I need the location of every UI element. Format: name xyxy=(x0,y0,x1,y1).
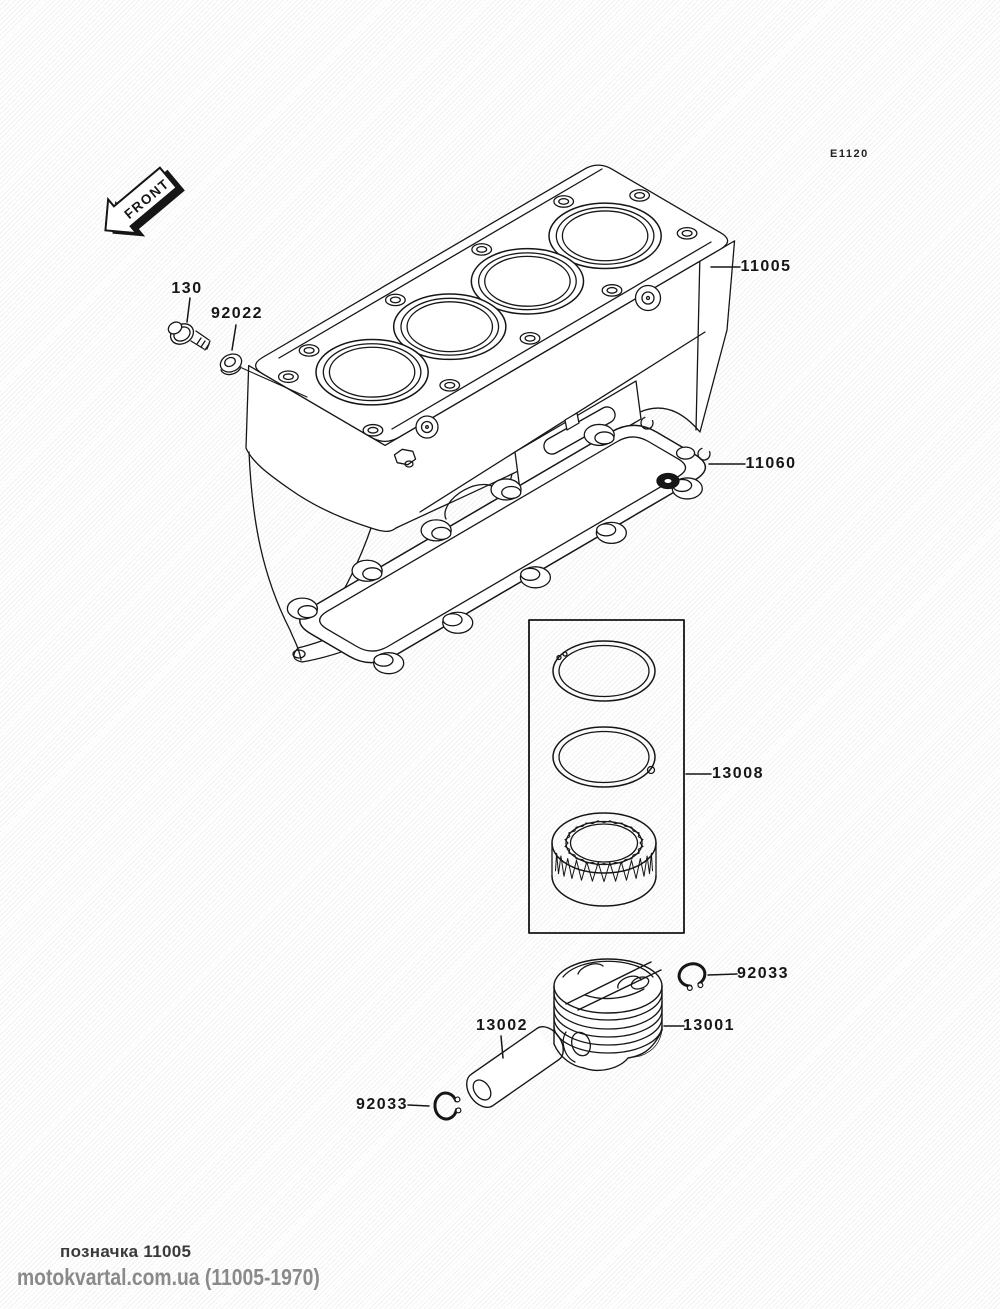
part-label-13001: 13001 xyxy=(683,1017,735,1034)
bolt-drawing xyxy=(167,321,211,351)
footer-caption: позначка 11005 xyxy=(60,1242,192,1261)
part-label-92033-upper: 92033 xyxy=(737,965,789,982)
piston-pin-drawing xyxy=(466,1026,564,1108)
piston-ring-set-box xyxy=(528,619,685,934)
part-label-13008: 13008 xyxy=(712,765,764,782)
washer-drawing xyxy=(219,353,243,376)
part-label-13002: 13002 xyxy=(476,1017,528,1034)
footer-site-credit: motokvartal.com.ua (11005-1970) xyxy=(17,1264,320,1290)
document-code: E1120 xyxy=(830,148,869,160)
part-label-11060: 11060 xyxy=(745,455,797,472)
part-label-11005: 11005 xyxy=(740,258,792,275)
base-gasket-drawing xyxy=(286,416,711,675)
circlip-drawings xyxy=(433,962,707,1121)
part-label-92022: 92022 xyxy=(211,305,263,322)
part-label-92033-lower: 92033 xyxy=(356,1096,408,1113)
front-direction-arrow: FRONT xyxy=(104,166,185,237)
piston-drawing xyxy=(553,958,663,1072)
part-label-130: 130 xyxy=(171,280,203,297)
leader-lines xyxy=(186,266,746,1107)
